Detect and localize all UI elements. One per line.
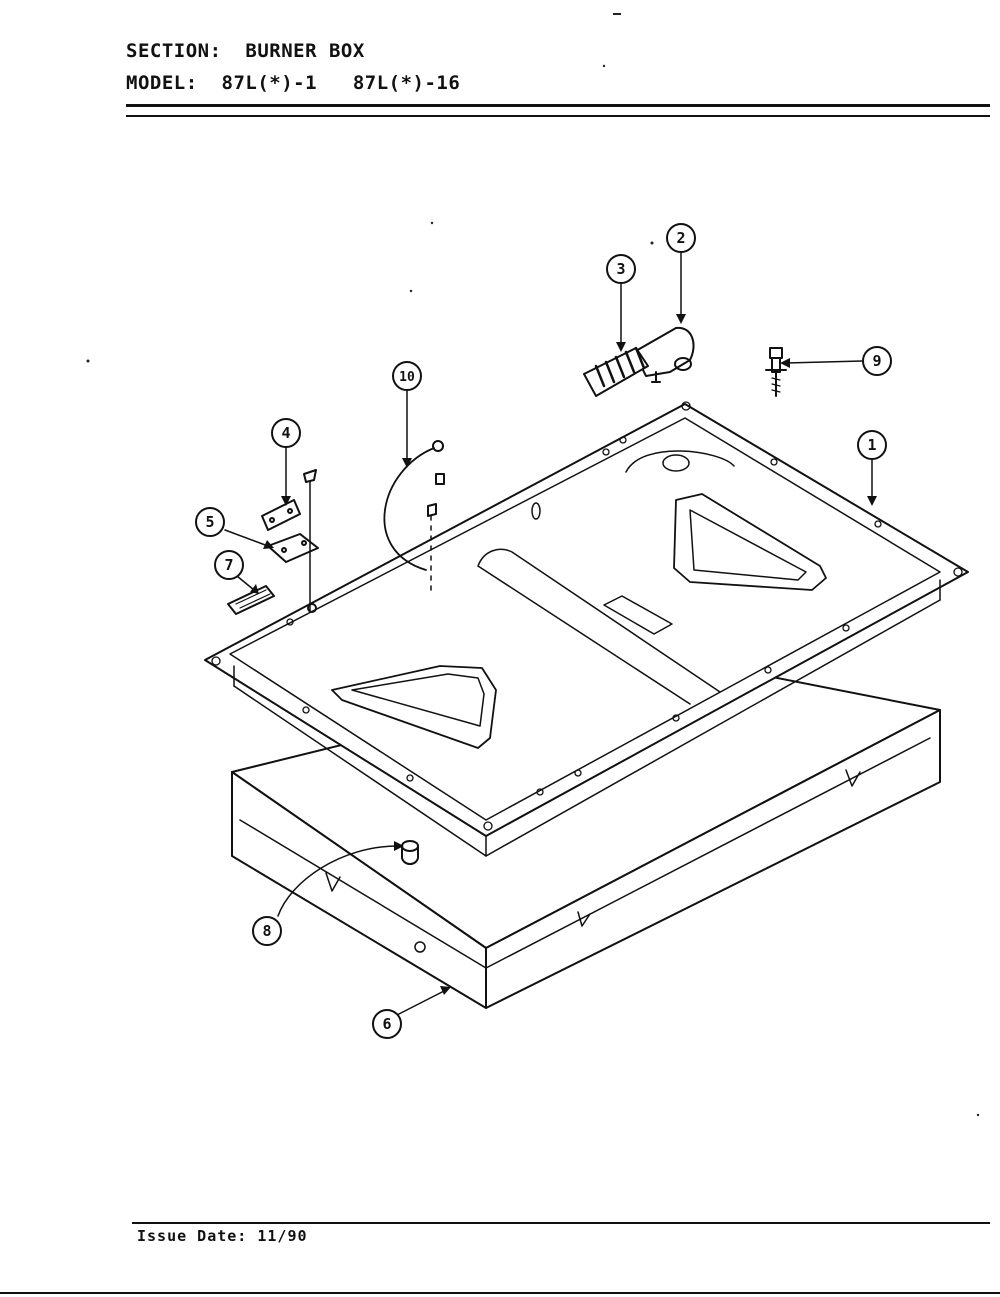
callout-8: 8 (262, 922, 271, 940)
section-heading: SECTION: BURNER BOX (126, 40, 365, 62)
mounting-screw-part (765, 347, 787, 397)
header-rule-bottom (126, 115, 990, 117)
callout-3: 3 (616, 260, 625, 278)
spacer-part (227, 585, 275, 615)
callout-2: 2 (676, 229, 685, 247)
orifice-spring-part (583, 346, 649, 397)
hinge-screw-part (303, 469, 317, 613)
burner-pan-part (204, 401, 969, 857)
header-rule-top (126, 104, 990, 107)
model-values: 87L(*)-1 87L(*)-16 (221, 72, 461, 94)
scan-specks (86, 13, 980, 1117)
model-label: MODEL: (126, 72, 198, 94)
burner-elbow-part (633, 326, 695, 383)
callout-circles (195, 223, 892, 1039)
page-bottom-rule (0, 1292, 1000, 1294)
callout-5: 5 (205, 513, 214, 531)
hinge-part (267, 533, 319, 563)
callout-1: 1 (867, 436, 876, 454)
callout-numbers: 1 2 3 4 5 6 7 8 9 10 (205, 229, 881, 1033)
section-label: SECTION: (126, 40, 222, 62)
issue-date: Issue Date: 11/90 (137, 1227, 308, 1245)
callout-10: 10 (399, 370, 415, 385)
callout-9: 9 (872, 352, 881, 370)
callout-6: 6 (382, 1015, 391, 1033)
leader-lines (224, 251, 873, 1017)
callout-7: 7 (224, 556, 233, 574)
model-heading: MODEL: 87L(*)-1 87L(*)-16 (126, 72, 460, 94)
section-value: BURNER BOX (245, 40, 365, 62)
sensor-wire-part (383, 440, 445, 593)
footer-rule (132, 1222, 990, 1224)
hinge-bracket-part (261, 499, 301, 531)
leader-arrowheads (250, 314, 877, 995)
callout-4: 4 (281, 424, 290, 442)
